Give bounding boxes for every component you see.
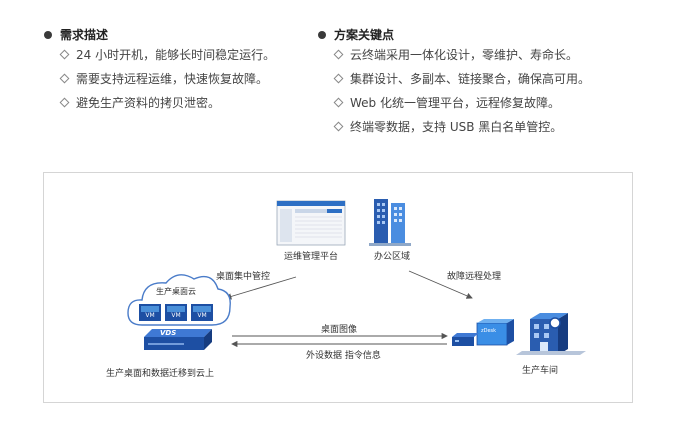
diamond-bullet-icon [333,121,344,132]
solution-text: Web 化统一管理平台，远程修复故障。 [350,96,560,110]
solution-item: 集群设计、多副本、链接聚合，确保高可用。 [318,69,648,93]
vm-label: VM [197,312,207,319]
solution-text: 云终端采用一体化设计，零维护、寿命长。 [350,48,579,62]
office-area-label: 办公区域 [374,252,411,262]
requirements-section: 需求描述 24 小时开机，能够长时间稳定运行。 需要支持远程运维，快速恢复故障。… [44,0,314,117]
bullet-dot-icon [318,31,326,39]
requirement-text: 需要支持远程运维，快速恢复故障。 [76,72,269,86]
vds-label: VDS [160,329,177,337]
zdesk-label: zDesk [481,328,497,334]
desktop-cloud-icon [127,274,231,326]
requirements-heading: 需求描述 [44,25,314,45]
desktop-cloud-label: 生产桌面云 [156,287,196,296]
zdesk-terminal-icon [452,319,514,346]
solution-text: 终端零数据，支持 USB 黑白名单管控。 [350,120,563,134]
solution-item: 终端零数据，支持 USB 黑白名单管控。 [318,117,648,141]
bullet-dot-icon [44,31,52,39]
migration-label: 生产桌面和数据迁移到云上 [106,369,215,379]
peripheral-data-label: 外设数据 指令信息 [306,351,381,361]
fault-repair-label: 故障远程处理 [447,272,502,282]
vds-server-icon [144,329,212,350]
office-building-icon [369,199,411,246]
diagram-canvas [127,199,586,355]
diamond-bullet-icon [59,97,70,108]
workshop-label: 生产车间 [522,366,559,376]
requirement-item: 24 小时开机，能够长时间稳定运行。 [44,45,314,69]
solution-section: 方案关键点 云终端采用一体化设计，零维护、寿命长。 集群设计、多副本、链接聚合，… [318,0,648,141]
requirement-text: 24 小时开机，能够长时间稳定运行。 [76,48,276,62]
requirement-item: 避免生产资料的拷贝泄密。 [44,93,314,117]
diamond-bullet-icon [333,73,344,84]
factory-building-icon [516,313,586,355]
requirement-text: 避免生产资料的拷贝泄密。 [76,96,221,110]
vm-label: VM [145,312,155,319]
solution-text: 集群设计、多副本、链接聚合，确保高可用。 [350,72,591,86]
solution-title: 方案关键点 [334,28,395,42]
desktop-image-label: 桌面图像 [321,325,358,335]
ops-platform-label: 运维管理平台 [284,252,339,262]
vm-label: VM [171,312,181,319]
architecture-diagram: 运维管理平台 办公区域 桌面集中管控 故障远程处理 生产桌面云 VM VM VM… [43,172,633,403]
solution-item: 云终端采用一体化设计，零维护、寿命长。 [318,45,648,69]
desktop-mgmt-label: 桌面集中管控 [216,272,271,282]
diamond-bullet-icon [59,73,70,84]
solution-heading: 方案关键点 [318,25,648,45]
ops-platform-screen-icon [276,200,346,246]
fault-repair-arrow [408,270,473,299]
requirements-title: 需求描述 [60,28,109,42]
solution-item: Web 化统一管理平台，远程修复故障。 [318,93,648,117]
requirement-item: 需要支持远程运维，快速恢复故障。 [44,69,314,93]
desktop-mgmt-arrow [225,276,297,300]
diamond-bullet-icon [333,97,344,108]
diamond-bullet-icon [59,49,70,60]
diamond-bullet-icon [333,49,344,60]
